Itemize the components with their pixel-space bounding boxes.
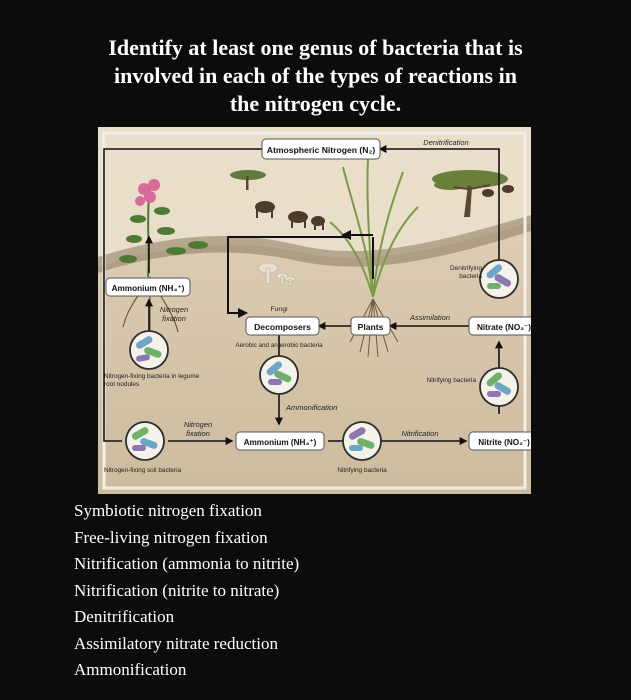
list-item: Symbiotic nitrogen fixation [74,501,262,520]
atmospheric-nitrogen-box: Atmospheric Nitrogen (N₂) [261,138,381,160]
decomposers-label: Decomposers [254,322,311,332]
grass-plant [329,156,419,298]
acacia-tree-large [432,170,508,217]
decomposition-loop [227,236,351,318]
question-title: Identify at least one genus of bacteria … [0,34,631,118]
bacteria-soil-fixing-icon [125,421,165,461]
ammonium-left-label: Ammonium (NH₄⁺) [112,284,185,293]
nitrogen-fixation-label-1: Nitrogen fixation [159,305,189,323]
nitrogen-cycle-diagram: Atmospheric Nitrogen (N₂) Denitrificatio… [98,127,531,494]
fungi-mushrooms [257,262,296,287]
decomposers-box: Decomposers [245,316,320,336]
denitrification-top-label: Denitrification [423,138,468,147]
soil-bacteria-caption: Nitrogen-fixing soil bacteria [104,467,182,474]
fixation-left-arrow [103,148,262,442]
nitrifying-bacteria-right-caption: Nitrifying bacteria [426,377,476,384]
list-item: Nitrification (nitrite to nitrate) [74,580,280,600]
reaction-type-list: Symbiotic nitrogen fixation Free-living … [74,498,299,684]
nitrite-box: Nitrite (NO₂⁻) [468,431,531,451]
ammonium-left-box: Ammonium (NH₄⁺) [105,277,191,297]
plants-box: Plants [350,316,391,336]
denitrifying-bacteria-caption: Denitrifying bacteria [450,265,482,280]
assimilation-label: Assimilation [409,313,450,322]
nitrogen-fixation-label-2: Nitrogen fixation [183,420,213,438]
question-line-1: Identify at least one genus of bacteria … [108,35,523,60]
atmospheric-nitrogen-label: Atmospheric Nitrogen (N₂) [267,145,376,155]
list-item: Nitrification (ammonia to nitrite) [74,554,300,573]
bacteria-denitrifying-icon [479,259,519,299]
list-item: Ammonification [74,660,187,679]
bacteria-nitrifying-right-icon [479,367,519,407]
acacia-tree-small [230,170,266,190]
nitrate-box: Nitrate (NO₃⁻) [468,316,531,336]
question-line-3: the nitrogen cycle. [229,91,402,116]
bacteria-nitrifying-bottom-icon [342,421,382,461]
ammonification-label: Ammonification [285,403,337,412]
fungi-label: Fungi [270,306,287,313]
nodule-bacteria-caption: Nitrogen-fixing bacteria in legume root … [104,373,200,388]
nitrifying-bacteria-bottom-caption: Nitrifying bacteria [337,467,387,474]
denitrification-top-arrow [378,145,500,260]
aerobic-anaerobic-label: Aerobic and anaerobic bacteria [235,342,323,349]
list-item: Denitrification [74,607,175,626]
ammonium-bottom-box: Ammonium (NH₄⁺) [235,431,325,451]
question-line-2: involved in each of the types of reactio… [114,63,517,88]
bacteria-decomposer-icon [259,355,299,395]
nitrification-label: Nitrification [401,429,438,438]
soil-layer [98,222,531,494]
list-item: Free-living nitrogen fixation [74,527,268,547]
ammonium-bottom-label: Ammonium (NH₄⁺) [244,438,317,447]
wildebeest-herd [255,185,514,230]
nitrite-label: Nitrite (NO₂⁻) [478,438,530,447]
bacteria-nodule-icon [129,330,169,370]
list-item: Assimilatory nitrate reduction [74,633,278,653]
topsoil-band [98,215,531,273]
nitrate-label: Nitrate (NO₃⁻) [477,323,531,332]
plants-label: Plants [358,322,384,332]
